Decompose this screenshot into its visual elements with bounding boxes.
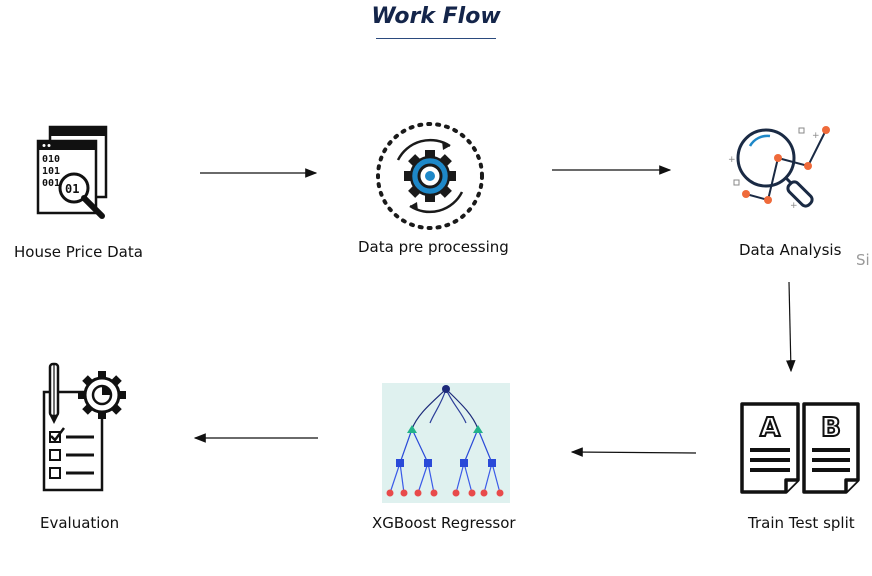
node-label-split: Train Test split: [748, 514, 855, 532]
stray-text: Si: [856, 251, 870, 269]
binary-row-1: 010: [42, 154, 60, 165]
svg-text:+: +: [728, 155, 736, 165]
checklist-gear-icon: [42, 362, 126, 492]
documents-ab-icon: A B: [740, 402, 860, 494]
node-label-preprocessing: Data pre processing: [358, 238, 509, 256]
doc-letter-b: B: [821, 413, 841, 443]
node-label-analysis: Data Analysis: [739, 241, 842, 259]
svg-text:+: +: [790, 201, 798, 211]
title-underline: [376, 38, 496, 39]
binary-row-3: 001: [42, 178, 60, 189]
binary-row-2: 101: [42, 166, 60, 177]
node-label-evaluation: Evaluation: [40, 514, 120, 532]
svg-text:+: +: [812, 131, 820, 141]
edge-analysis-to-split: [785, 281, 796, 373]
decision-tree-icon: [382, 383, 510, 503]
node-label-xgboost: XGBoost Regressor: [372, 514, 516, 532]
binary-lens-text: 01: [65, 182, 79, 196]
node-label-house-price-data: House Price Data: [14, 243, 143, 261]
doc-letter-a: A: [760, 413, 780, 443]
magnifier-chart-icon: + + +: [728, 126, 830, 211]
gear-cycle-icon: [376, 122, 484, 230]
diagram-title: Work Flow: [371, 4, 501, 29]
data-search-icon: 010 101 001 01: [36, 125, 108, 219]
edge-split-to-xgboost: [570, 447, 697, 457]
